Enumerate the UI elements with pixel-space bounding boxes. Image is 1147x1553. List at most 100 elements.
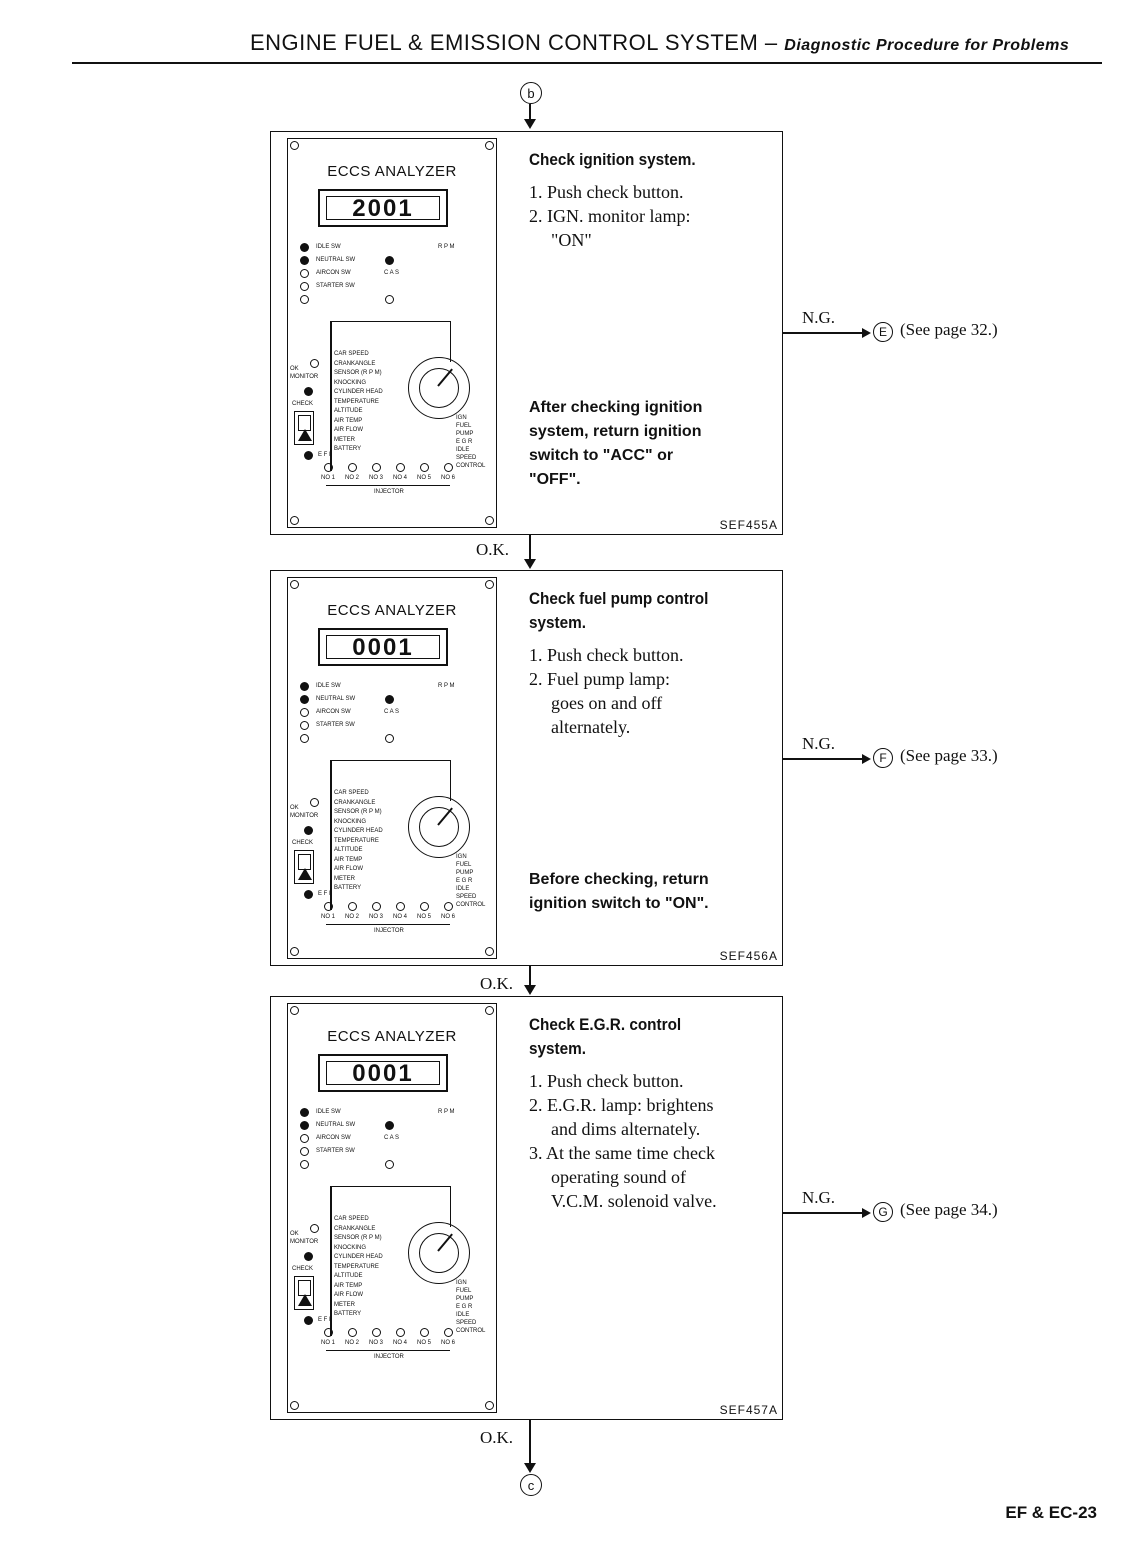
injector-label: NO 3 <box>369 914 384 920</box>
injector-label: NO 5 <box>417 1340 432 1346</box>
sensor-label: AIR TEMP <box>334 417 363 424</box>
sensor-label: AIR FLOW <box>334 427 364 433</box>
pointer-arrow-icon <box>298 1294 312 1306</box>
cas-label: C A S <box>384 709 400 715</box>
screw-icon <box>485 580 494 589</box>
note-line: Before checking, return <box>529 871 709 888</box>
injector-label: NO 5 <box>417 475 432 481</box>
injector-lamp-icon <box>348 902 357 911</box>
screw-icon <box>290 1401 299 1410</box>
function-label: E G R <box>456 1304 473 1310</box>
ng-connector: F <box>873 748 893 768</box>
screw-icon <box>290 1006 299 1015</box>
injector-label: NO 6 <box>441 914 456 920</box>
selector-dial[interactable] <box>408 1222 470 1284</box>
display-value: 0001 <box>326 1061 440 1086</box>
switch-lamp-icon <box>300 1121 309 1130</box>
switch-label: NEUTRAL SW <box>316 696 356 702</box>
step-item: and dims alternately. <box>551 1119 701 1139</box>
sensor-label: CAR SPEED <box>334 1216 369 1222</box>
page-header: ENGINE FUEL & EMISSION CONTROL SYSTEM – … <box>250 30 1069 56</box>
injector-label: NO 2 <box>345 914 360 920</box>
flow-arrow <box>524 559 536 569</box>
ng-arrow <box>862 1208 871 1218</box>
note-line: ignition switch to "ON". <box>529 895 709 912</box>
injector-caption: INJECTOR <box>374 1354 404 1360</box>
lamp-icon <box>300 295 309 304</box>
header-rule <box>72 62 1102 64</box>
sensor-label: ALTITUDE <box>334 1273 363 1279</box>
switch-lamp-icon <box>300 243 309 252</box>
switch-lamp-icon <box>300 708 309 717</box>
injector-label: NO 4 <box>393 475 408 481</box>
flow-arrow <box>524 119 536 129</box>
switch-lamp-icon <box>300 282 309 291</box>
step-item: 3. At the same time check <box>529 1143 715 1163</box>
selector-dial[interactable] <box>408 357 470 419</box>
function-label: PUMP <box>456 1296 474 1302</box>
ng-connector: G <box>873 1202 893 1222</box>
lamp-icon <box>300 734 309 743</box>
sensor-label: AIR TEMP <box>334 856 363 863</box>
bracket-line <box>330 321 451 362</box>
sensor-label: METER <box>334 1301 355 1308</box>
function-label: PUMP <box>456 431 474 437</box>
sensor-label: CRANKANGLE <box>334 1225 376 1232</box>
step-note: Before checking, return ignition switch t… <box>529 868 709 916</box>
injector-label: NO 1 <box>321 1340 336 1346</box>
injector-bracket <box>326 924 450 925</box>
dial-knob <box>419 368 459 408</box>
efi-lamp-icon <box>304 451 313 460</box>
switch-label: STARTER SW <box>316 722 355 728</box>
spacer <box>529 172 714 180</box>
injector-label: NO 2 <box>345 475 360 481</box>
sensor-label: BATTERY <box>334 885 362 891</box>
switch-label: AIRCON SW <box>316 270 351 276</box>
sensor-label: BATTERY <box>334 446 362 452</box>
switch-lamp-icon <box>300 1108 309 1117</box>
injector-lamp-icon <box>420 463 429 472</box>
function-label: CONTROL <box>456 463 486 469</box>
switch-lamp-icon <box>300 1134 309 1143</box>
sensor-label: CAR SPEED <box>334 351 369 357</box>
switch-label: AIRCON SW <box>316 1135 351 1141</box>
screw-icon <box>485 947 494 956</box>
display-value: 0001 <box>326 635 440 660</box>
screw-icon <box>485 1401 494 1410</box>
ng-line <box>783 1212 863 1214</box>
sensor-label: KNOCKING <box>334 379 367 386</box>
sensor-label: CAR SPEED <box>334 790 369 796</box>
header-title: ENGINE FUEL & EMISSION CONTROL SYSTEM – <box>250 30 778 55</box>
bracket-line <box>330 1186 451 1227</box>
check-label: CHECK <box>292 1266 314 1272</box>
dial-knob <box>419 807 459 847</box>
injector-label: NO 3 <box>369 475 384 481</box>
screw-icon <box>485 516 494 525</box>
sensor-label: ALTITUDE <box>334 408 363 414</box>
sensor-label: CRANKANGLE <box>334 360 376 367</box>
step-title: system. <box>529 613 586 632</box>
bracket-line <box>330 760 332 910</box>
injector-bracket <box>326 485 450 486</box>
sensor-label: CYLINDER HEAD <box>334 389 383 395</box>
note-line: system, return ignition <box>529 423 702 440</box>
ng-label: N.G. <box>802 308 836 327</box>
injector-lamp-icon <box>372 1328 381 1337</box>
function-label: PUMP <box>456 870 474 876</box>
sensor-label: KNOCKING <box>334 818 367 825</box>
injector-lamp-icon <box>420 1328 429 1337</box>
monitor-lamp-icon <box>310 1224 319 1233</box>
spacer <box>529 1061 717 1069</box>
injector-label: NO 4 <box>393 914 408 920</box>
injector-lamp-icon <box>372 902 381 911</box>
step-title: Check ignition system. <box>529 150 696 169</box>
selector-dial[interactable] <box>408 796 470 858</box>
injector-bracket <box>326 1350 450 1351</box>
function-label: IGN <box>456 415 467 421</box>
efi-lamp-icon <box>304 1316 313 1325</box>
step-title: system. <box>529 1039 586 1058</box>
function-label: IDLE <box>456 447 470 453</box>
